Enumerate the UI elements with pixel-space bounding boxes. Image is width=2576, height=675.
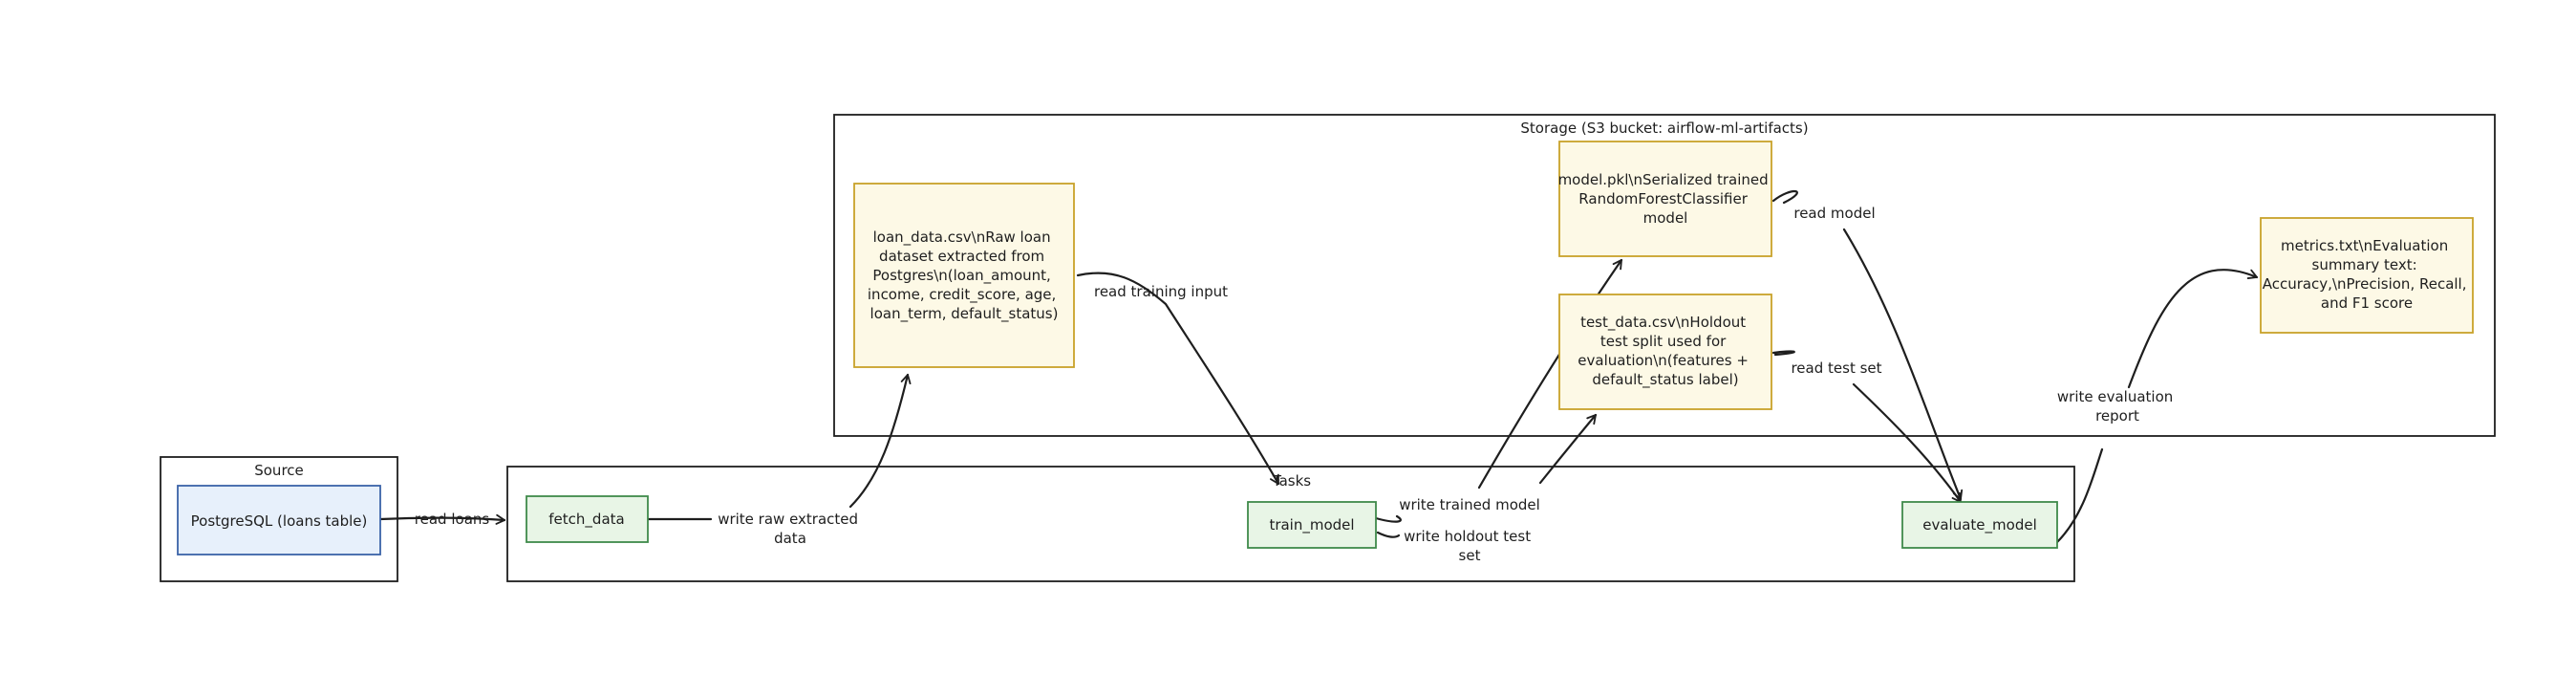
edge-write-holdout [1376, 415, 1596, 538]
node-train-model-label: train_model [1269, 516, 1354, 534]
node-evaluate-model-label: evaluate_model [1922, 516, 2036, 534]
edge-label-read-training: read training input [1094, 283, 1228, 300]
edge-read-training [1076, 272, 1280, 486]
edge-label-write-raw: write raw extracted data [718, 511, 863, 547]
edge-label-write-trained: write trained model [1399, 496, 1540, 513]
edge-write-trained [1374, 260, 1621, 523]
edge-write-eval [2055, 270, 2257, 544]
cluster-storage: Storage (S3 bucket: airflow-ml-artifacts… [833, 114, 2496, 437]
node-postgres[interactable]: PostgreSQL (loans table) [177, 485, 381, 555]
edge-label-write-holdout: write holdout test set [1404, 528, 1535, 564]
node-test-data[interactable]: test_data.csv\nHoldout test split used f… [1558, 294, 1772, 410]
node-metrics-label: metrics.txt\nEvaluation summary text: Ac… [2263, 237, 2472, 312]
cluster-storage-title: Storage (S3 bucket: airflow-ml-artifacts… [1520, 120, 1808, 137]
node-metrics[interactable]: metrics.txt\nEvaluation summary text: Ac… [2260, 217, 2474, 334]
cluster-source-title: Source [254, 462, 304, 479]
edge-label-read-loans: read loans [415, 511, 490, 528]
node-fetch-data-label: fetch_data [548, 511, 624, 529]
edges [378, 189, 2257, 544]
node-fetch-data[interactable]: fetch_data [526, 495, 649, 543]
edge-read-test [1771, 350, 1961, 502]
node-evaluate-model[interactable]: evaluate_model [1901, 501, 2058, 549]
node-model-pkl[interactable]: model.pkl\nSerialized trained RandomFore… [1558, 141, 1773, 257]
node-loan-data-label: loan_data.csv\nRaw loan dataset extracte… [868, 229, 1061, 323]
cluster-tasks: Tasks [506, 466, 2075, 582]
node-train-model[interactable]: train_model [1247, 501, 1377, 549]
node-test-data-label: test_data.csv\nHoldout test split used f… [1578, 314, 1752, 389]
edge-read-loans [378, 513, 506, 525]
node-loan-data[interactable]: loan_data.csv\nRaw loan dataset extracte… [853, 183, 1075, 368]
node-postgres-label: PostgreSQL (loans table) [191, 512, 368, 530]
edge-write-raw [646, 375, 908, 521]
edge-label-read-model: read model [1793, 205, 1875, 222]
edge-read-model [1771, 189, 1961, 499]
cluster-tasks-title: Tasks [1272, 472, 1311, 490]
edge-label-read-test: read test set [1791, 359, 1881, 377]
edge-label-write-eval: write evaluation report [2057, 388, 2178, 425]
node-model-pkl-label: model.pkl\nSerialized trained RandomFore… [1558, 171, 1773, 227]
edge-labels: read loans write raw extracted data read… [415, 205, 2178, 564]
